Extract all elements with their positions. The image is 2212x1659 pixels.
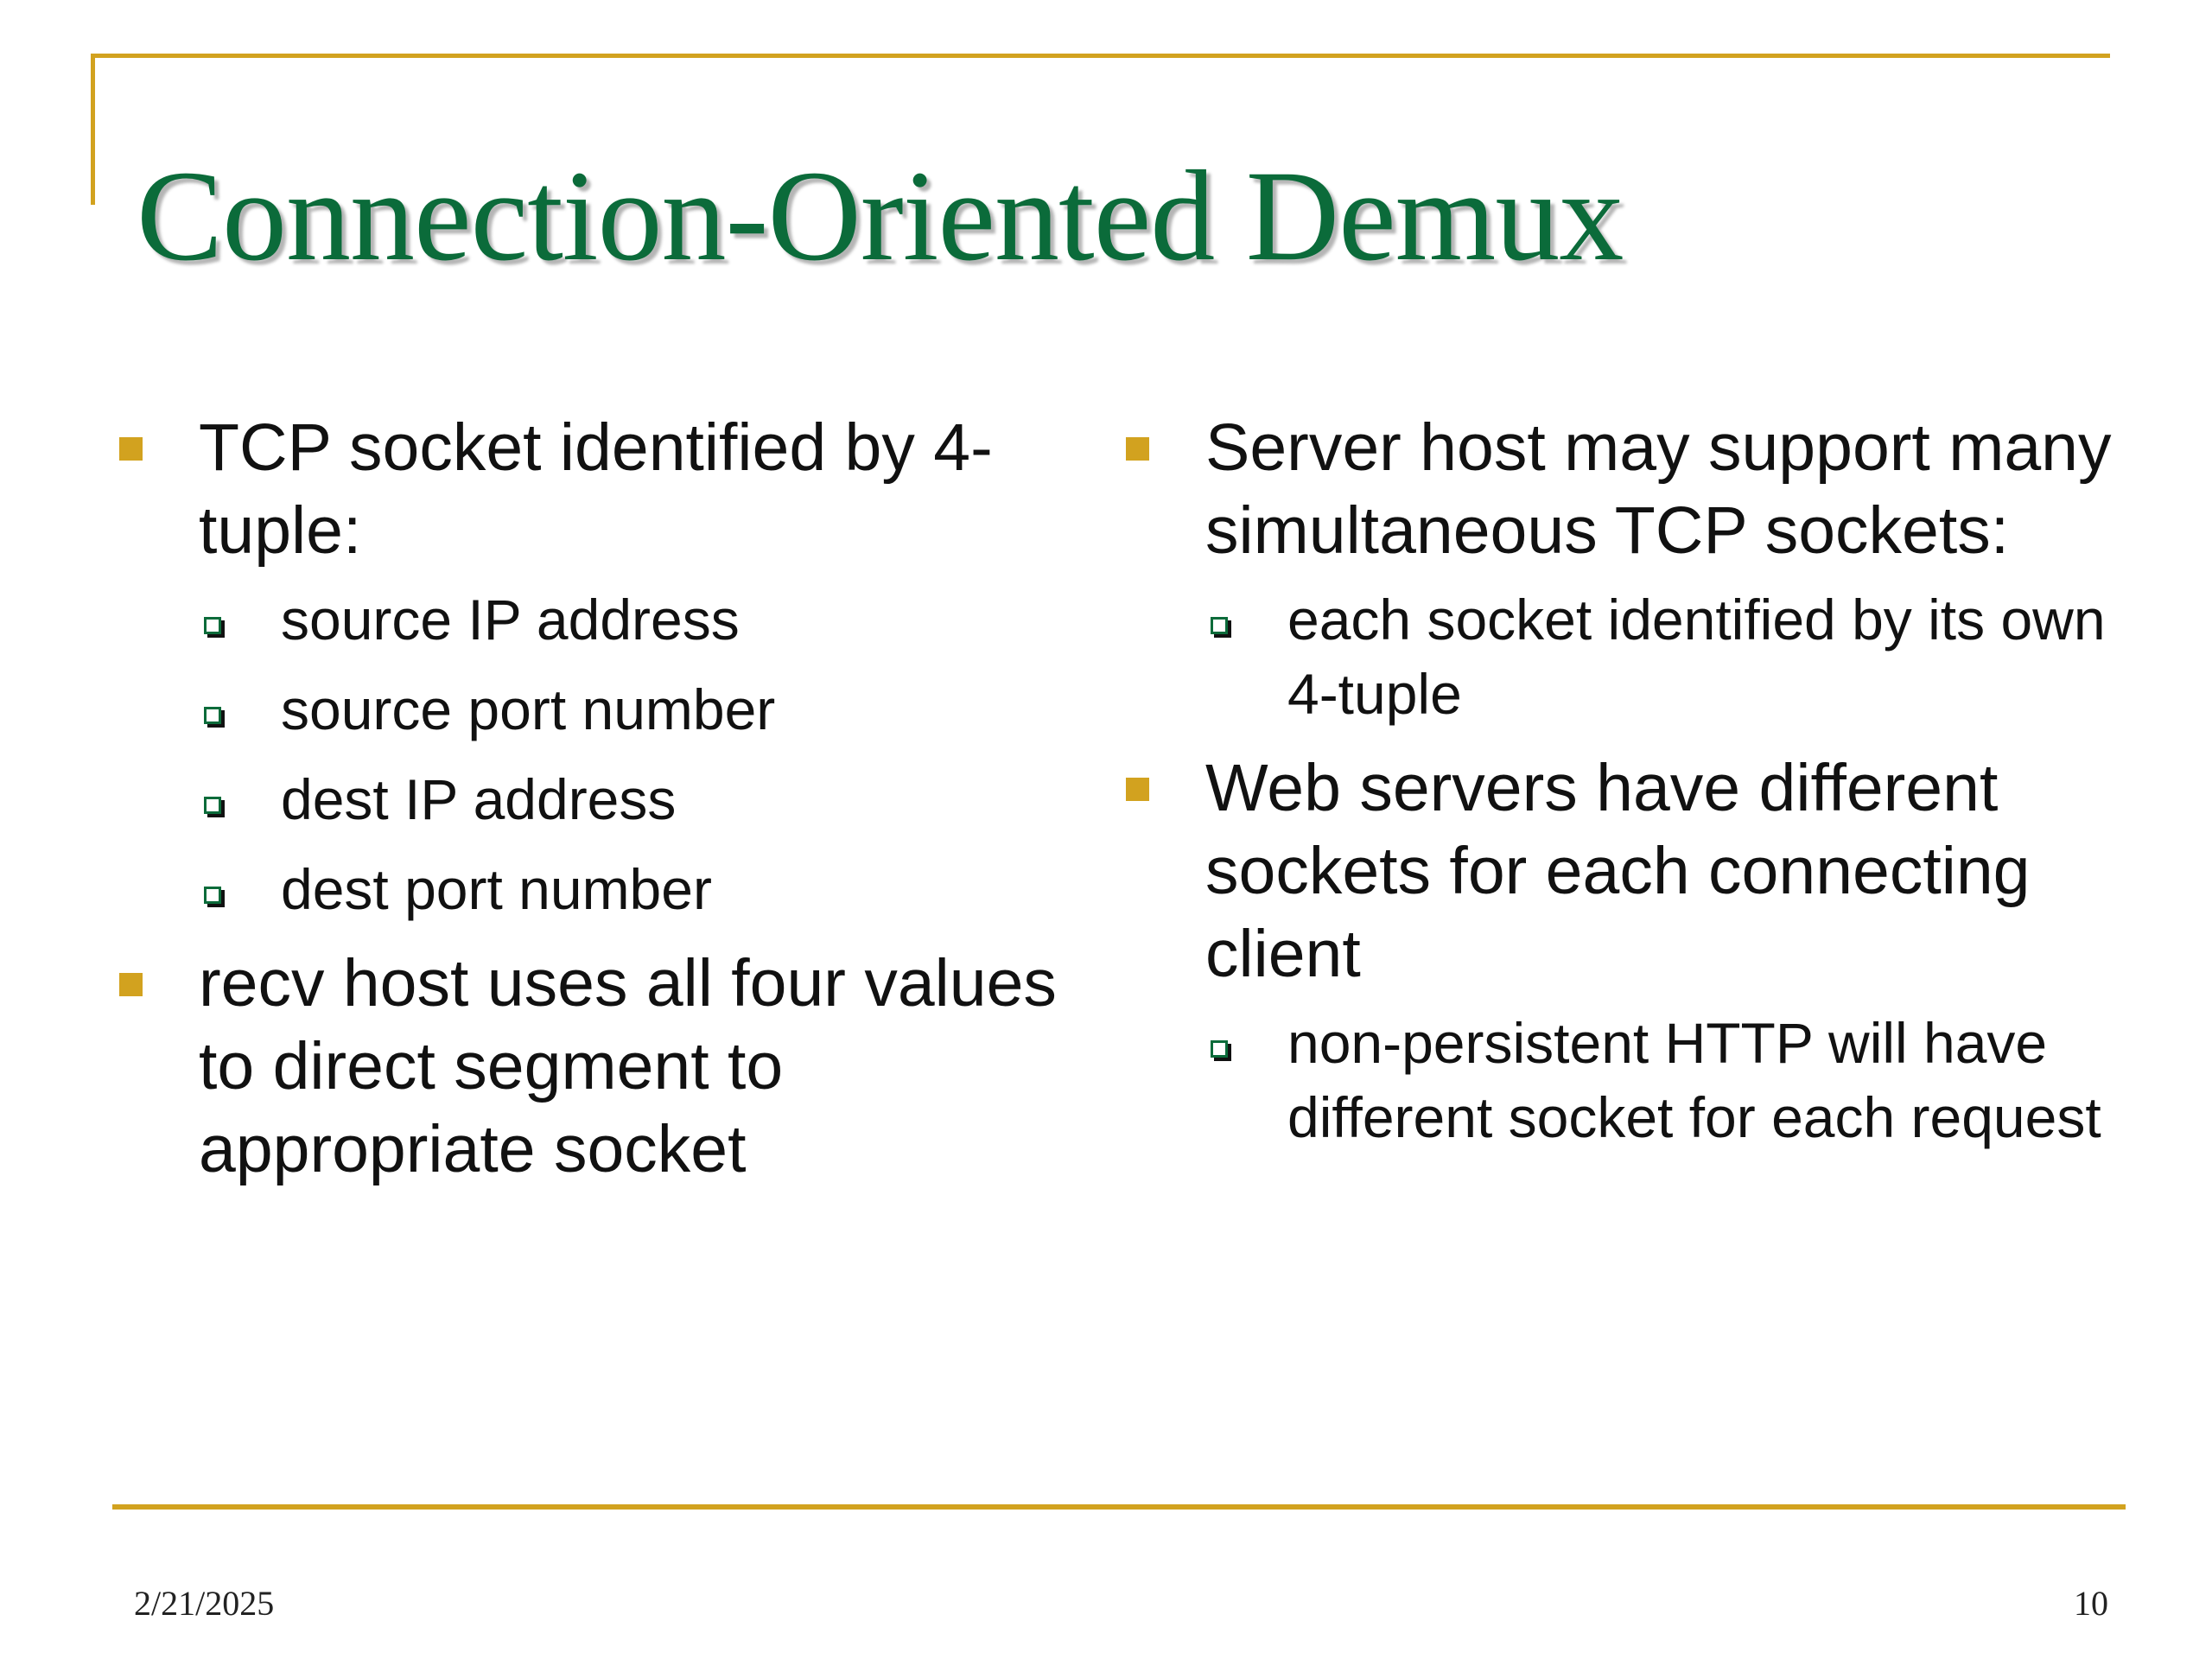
checkbox-bullet-icon (1211, 1040, 1228, 1058)
bullet-text: TCP socket identified by 4-tuple: (199, 410, 993, 568)
top-frame-line (92, 54, 2110, 58)
slide-title: Connection-Oriented Demux (137, 144, 1624, 288)
checkbox-bullet-icon (1211, 617, 1228, 634)
checkbox-bullet-icon (204, 707, 221, 724)
footer-date: 2/21/2025 (134, 1584, 275, 1623)
page-number: 10 (2074, 1584, 2108, 1623)
bullet-text: Server host may support many simultaneou… (1205, 410, 2112, 568)
bullet-item: TCP socket identified by 4-tuple: (112, 406, 1071, 572)
sub-bullet-text: non-persistent HTTP will have different … (1287, 1011, 2101, 1149)
bottom-divider-line (112, 1504, 2126, 1510)
checkbox-bullet-icon (204, 887, 221, 904)
sub-bullet-item: each socket identified by its own 4-tupl… (1119, 582, 2113, 731)
sub-bullet-item: non-persistent HTTP will have different … (1119, 1006, 2113, 1154)
left-column: TCP socket identified by 4-tuple: source… (112, 406, 1071, 1201)
bullet-text: Web servers have different sockets for e… (1205, 751, 2031, 991)
sub-bullet-text: source IP address (281, 588, 740, 652)
bullet-item: Web servers have different sockets for e… (1119, 747, 2113, 995)
sub-bullet-text: dest port number (281, 857, 712, 921)
sub-bullet-item: source IP address (112, 582, 1071, 657)
sub-bullet-item: dest IP address (112, 762, 1071, 836)
checkbox-bullet-icon (204, 617, 221, 634)
left-frame-line (91, 54, 95, 205)
square-bullet-icon (119, 437, 143, 461)
sub-bullet-text: source port number (281, 677, 776, 741)
bullet-item: Server host may support many simultaneou… (1119, 406, 2113, 572)
bullet-text: recv host uses all four values to direct… (199, 946, 1057, 1186)
sub-bullet-text: dest IP address (281, 767, 677, 831)
sub-bullet-item: dest port number (112, 852, 1071, 926)
square-bullet-icon (1126, 778, 1149, 801)
square-bullet-icon (119, 973, 143, 996)
right-column: Server host may support many simultaneou… (1119, 406, 2113, 1170)
square-bullet-icon (1126, 437, 1149, 461)
sub-bullet-item: source port number (112, 672, 1071, 747)
bullet-item: recv host uses all four values to direct… (112, 942, 1071, 1191)
sub-bullet-text: each socket identified by its own 4-tupl… (1287, 588, 2106, 726)
checkbox-bullet-icon (204, 797, 221, 814)
